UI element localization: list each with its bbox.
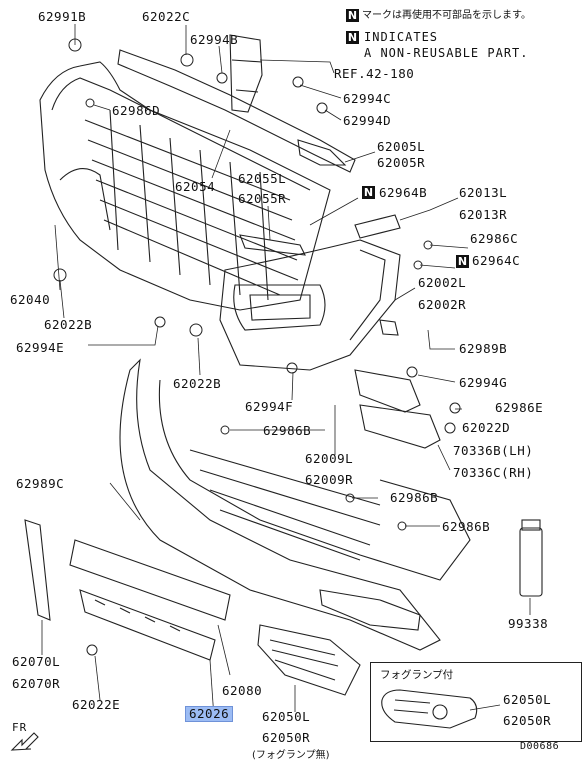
part-label-highlighted[interactable]: 62026 <box>185 706 234 722</box>
part-label[interactable]: 62989C <box>16 476 65 491</box>
part-label[interactable]: 62080 <box>222 683 263 698</box>
inset-foglamp-drawing <box>381 689 478 729</box>
part-label[interactable]: 62009L <box>305 451 354 466</box>
part-label[interactable]: 99338 <box>508 616 549 631</box>
part-label[interactable]: 62989B <box>459 341 508 356</box>
part-label[interactable]: 62022B <box>44 317 93 332</box>
bumper-side-drawing <box>219 239 401 371</box>
part-label[interactable]: 62050R <box>262 730 311 745</box>
part-label[interactable]: 62055L <box>238 171 287 186</box>
non-reusable-mark: N <box>456 255 469 268</box>
part-label[interactable]: 62986D <box>112 103 161 118</box>
part-label[interactable]: 62994D <box>343 113 392 128</box>
part-label[interactable]: 62070R <box>12 676 61 691</box>
part-label[interactable]: 62986B <box>263 423 312 438</box>
fr-label: FR <box>12 721 28 734</box>
paint-tube-drawing <box>519 519 543 597</box>
non-reusable-mark: N <box>362 186 375 199</box>
fasteners-drawing <box>53 38 461 656</box>
part-label[interactable]: 62986C <box>470 231 519 246</box>
fr-arrow <box>10 732 39 751</box>
part-label[interactable]: 62986E <box>495 400 544 415</box>
part-label[interactable]: 62994C <box>343 91 392 106</box>
part-label[interactable]: 62050L <box>503 692 552 707</box>
ref-label[interactable]: REF.42-180 <box>334 66 415 81</box>
foglamp-inset-box <box>370 662 582 742</box>
legend-english-line2: A NON-REUSABLE PART. <box>364 46 529 60</box>
part-label[interactable]: 62986B <box>390 490 439 505</box>
lower-bumper-drawing <box>119 358 471 651</box>
part-label[interactable]: 62964C <box>472 253 521 268</box>
lower-grille-drawing <box>24 519 231 661</box>
part-label[interactable]: 62022D <box>462 420 511 435</box>
part-label[interactable]: 62022E <box>72 697 121 712</box>
part-label[interactable]: 62986B <box>442 519 491 534</box>
part-label[interactable]: 62013R <box>459 207 508 222</box>
part-label[interactable]: 62009R <box>305 472 354 487</box>
part-label[interactable]: 62994G <box>459 375 508 390</box>
foglamp-cover-drawing <box>257 624 361 696</box>
part-label[interactable]: 62005R <box>377 155 426 170</box>
part-label[interactable]: 62994B <box>190 32 239 47</box>
part-label[interactable]: 62050L <box>262 709 311 724</box>
part-label[interactable]: 62022C <box>142 9 191 24</box>
legend-japanese: マークは再使用不可部品を示します。 <box>362 10 531 21</box>
reinforcement-bar-drawing <box>117 34 356 173</box>
part-label[interactable]: 62013L <box>459 185 508 200</box>
part-label[interactable]: 62054 <box>175 179 216 194</box>
part-label[interactable]: 62055R <box>238 191 287 206</box>
non-reusable-mark: N <box>346 9 359 22</box>
part-label[interactable]: 62040 <box>10 292 51 307</box>
no-foglamp-note: (フォグランプ無) <box>252 750 330 761</box>
part-label[interactable]: 62991B <box>38 9 87 24</box>
part-label[interactable]: 62964B <box>379 185 428 200</box>
non-reusable-mark: N <box>346 31 359 44</box>
part-label[interactable]: 62005L <box>377 139 426 154</box>
part-label[interactable]: 62050R <box>503 713 552 728</box>
part-label[interactable]: 70336B(LH) <box>453 443 534 458</box>
part-label[interactable]: 62994F <box>245 399 294 414</box>
brackets-drawing <box>239 139 441 449</box>
grille-frame-drawing <box>39 61 331 311</box>
part-label[interactable]: 62002R <box>418 297 467 312</box>
part-label[interactable]: 62022B <box>173 376 222 391</box>
inset-title: フォグランプ付 <box>380 669 454 681</box>
part-label[interactable]: 70336C(RH) <box>453 465 534 480</box>
part-label[interactable]: 62994E <box>16 340 65 355</box>
part-label[interactable]: 62002L <box>418 275 467 290</box>
part-label[interactable]: 62070L <box>12 654 61 669</box>
diagram-id: D00686 <box>520 741 560 752</box>
legend-english-line1: INDICATES <box>364 30 439 44</box>
